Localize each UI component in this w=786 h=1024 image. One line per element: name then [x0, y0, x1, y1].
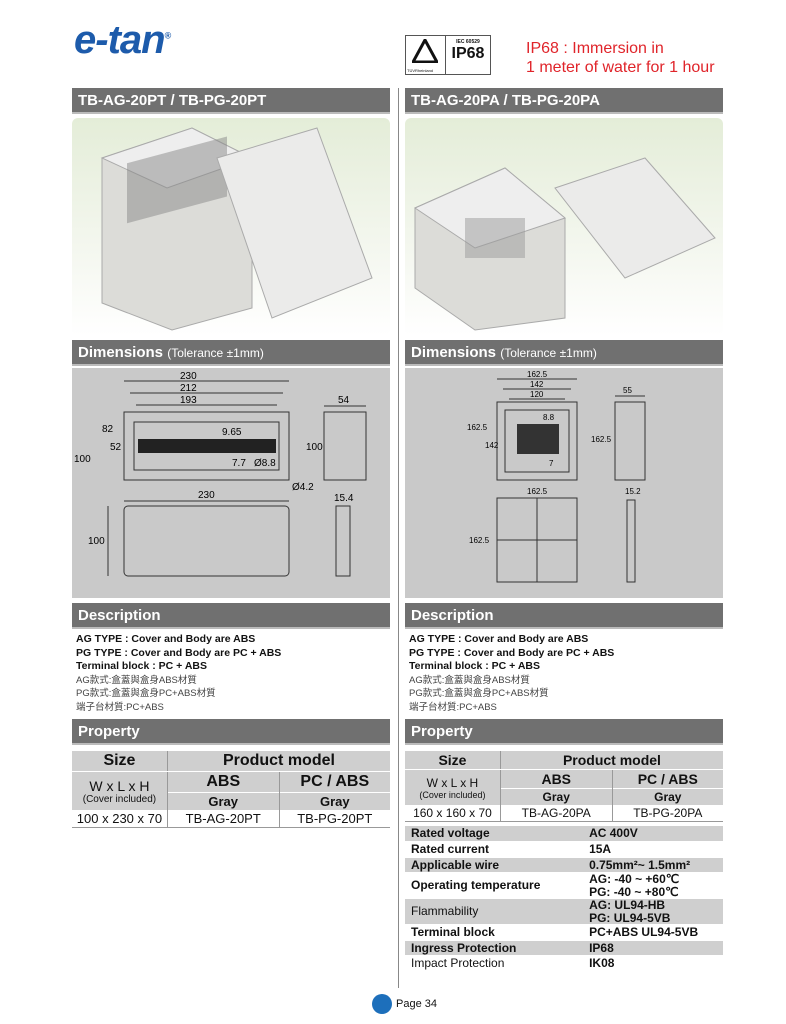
- svg-text:212: 212: [180, 383, 197, 394]
- description-header: Description: [405, 603, 723, 629]
- svg-text:15.4: 15.4: [334, 493, 354, 504]
- svg-text:162.5: 162.5: [527, 487, 548, 496]
- svg-text:8.8: 8.8: [543, 413, 555, 422]
- svg-text:82: 82: [102, 424, 114, 435]
- svg-text:7.7: 7.7: [232, 458, 246, 469]
- column-divider: [398, 88, 399, 988]
- svg-text:54: 54: [338, 395, 350, 406]
- svg-text:Ø4.2: Ø4.2: [292, 482, 314, 493]
- svg-text:162.5: 162.5: [469, 536, 490, 545]
- etan-logo: e-tan®: [74, 18, 171, 62]
- svg-text:100: 100: [74, 454, 91, 465]
- left-product-column: TB-AG-20PT / TB-PG-20PT Dimensions (Tole…: [72, 88, 390, 828]
- property-header: Property: [405, 719, 723, 745]
- svg-text:162.5: 162.5: [591, 435, 612, 444]
- svg-text:193: 193: [180, 395, 197, 406]
- svg-text:55: 55: [623, 386, 632, 395]
- svg-text:9.65: 9.65: [222, 427, 242, 438]
- svg-text:Ø8.8: Ø8.8: [254, 458, 276, 469]
- svg-text:100: 100: [306, 442, 323, 453]
- svg-text:142: 142: [485, 441, 499, 450]
- svg-text:100: 100: [88, 536, 105, 547]
- dimensions-header: Dimensions (Tolerance ±1mm): [72, 340, 390, 366]
- svg-text:230: 230: [180, 371, 197, 382]
- dimensions-header: Dimensions (Tolerance ±1mm): [405, 340, 723, 366]
- svg-text:52: 52: [110, 442, 122, 453]
- product-title: TB-AG-20PT / TB-PG-20PT: [72, 88, 390, 114]
- property-header: Property: [72, 719, 390, 745]
- svg-text:15.2: 15.2: [625, 487, 641, 496]
- right-product-column: TB-AG-20PA / TB-PG-20PA Dimensions (Tole…: [405, 88, 723, 972]
- svg-text:7: 7: [549, 459, 554, 468]
- product-photo: [405, 118, 723, 336]
- page-dot-icon: [372, 994, 392, 1014]
- svg-text:142: 142: [530, 380, 544, 389]
- product-title: TB-AG-20PA / TB-PG-20PA: [405, 88, 723, 114]
- tuv-triangle-icon: [412, 39, 438, 63]
- description-header: Description: [72, 603, 390, 629]
- svg-text:162.5: 162.5: [467, 423, 488, 432]
- svg-text:120: 120: [530, 390, 544, 399]
- svg-text:230: 230: [198, 490, 215, 501]
- svg-text:162.5: 162.5: [527, 370, 548, 379]
- product-photo: [72, 118, 390, 336]
- page-number: Page 34: [372, 994, 437, 1014]
